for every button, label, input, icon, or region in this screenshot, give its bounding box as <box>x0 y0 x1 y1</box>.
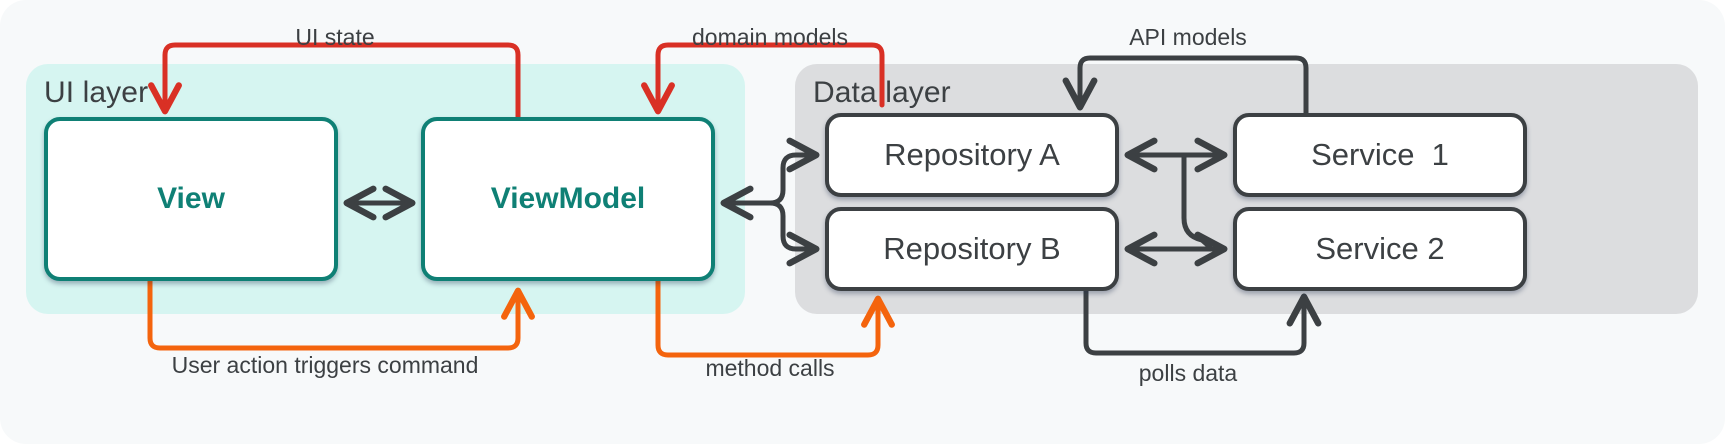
node-repository-b-label: Repository B <box>883 231 1061 266</box>
edge-domain-models <box>641 42 885 115</box>
edge-label-polls-data: polls data <box>1138 360 1238 386</box>
edge-api-models <box>1062 55 1309 116</box>
node-service-1-label: Service 1 <box>1311 137 1449 172</box>
ui-layer-title: UI layer <box>44 76 149 109</box>
node-service-2-label: Service 2 <box>1315 231 1445 266</box>
edge-label-api-models: API models <box>1129 24 1247 50</box>
edge-fork-to-repository-b <box>767 200 820 267</box>
edge-ui-state <box>148 42 521 120</box>
edge-label-domain-models: domain models <box>692 24 848 50</box>
node-service-1[interactable]: Service 1 <box>1233 113 1527 197</box>
edge-polls-data <box>1083 288 1322 356</box>
node-service-2[interactable]: Service 2 <box>1233 207 1527 291</box>
node-repository-b[interactable]: Repository B <box>825 207 1119 291</box>
edge-method-calls <box>655 278 895 358</box>
edge-user-action <box>147 278 535 351</box>
node-view-label: View <box>157 182 225 215</box>
edge-label-method-calls: method calls <box>705 355 835 381</box>
node-viewmodel[interactable]: ViewModel <box>421 117 715 281</box>
edge-label-ui-state: UI state <box>295 24 375 50</box>
edge-service-cross-link <box>1181 152 1213 250</box>
node-repository-a-label: Repository A <box>884 137 1060 172</box>
node-repository-a[interactable]: Repository A <box>825 113 1119 197</box>
node-view[interactable]: View <box>44 117 338 281</box>
edge-label-user-action: User action triggers command <box>171 352 479 378</box>
node-viewmodel-label: ViewModel <box>490 182 646 215</box>
edge-fork-to-repository-a <box>767 137 820 206</box>
